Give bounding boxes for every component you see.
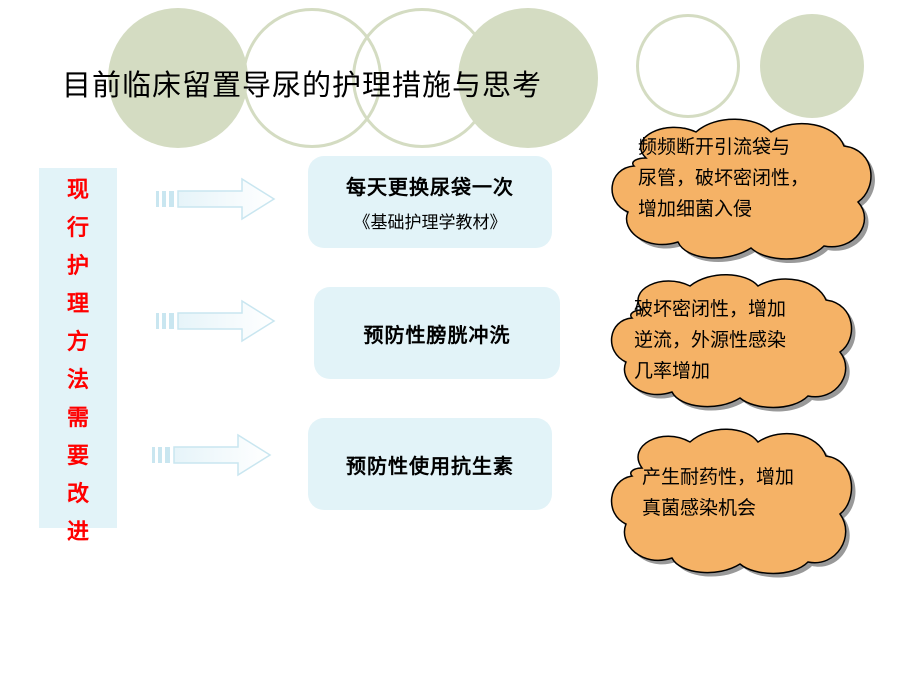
measure-title: 每天更换尿袋一次 [346, 175, 514, 199]
cloud-line: 几率增加 [634, 360, 711, 382]
left-label-char: 理 [66, 292, 89, 317]
left-label-char: 法 [66, 368, 89, 393]
cloud-line: 频频断开引流袋与 [638, 136, 791, 158]
measure-title: 预防性使用抗生素 [346, 453, 514, 478]
cloud-shape [610, 274, 856, 412]
left-label-char: 方 [66, 330, 89, 355]
cloud-line: 逆流，外源性感染 [634, 329, 787, 351]
measure-box-bladder-irrigation: 预防性膀胱冲洗 [314, 287, 560, 379]
slide-title: 目前临床留置导尿的护理措施与思考 [62, 68, 543, 102]
decor-circle-2 [458, 8, 598, 148]
left-label-char: 现 [66, 178, 89, 203]
measure-box-antibiotics: 预防性使用抗生素 [308, 418, 552, 510]
decor-circle-1 [108, 8, 248, 148]
measure-source: 《基础护理学教材》 [353, 213, 507, 233]
cloud-line: 真菌感染机会 [642, 497, 757, 519]
left-label-char: 行 [66, 216, 89, 241]
decor-ring-3 [636, 14, 740, 118]
left-label-char: 护 [66, 254, 89, 279]
cloud-line: 产生耐药性，增加 [642, 466, 795, 488]
left-label-char: 要 [66, 444, 89, 469]
consequence-cloud-2: 破坏密闭性，增加 逆流，外源性感染 几率增加 [606, 274, 862, 412]
consequence-cloud-1: 频频断开引流袋与 尿管，破坏密闭性， 增加细菌入侵 [606, 118, 886, 264]
left-label-char: 需 [66, 406, 89, 431]
right-arrow-icon [156, 299, 276, 343]
measure-title: 预防性膀胱冲洗 [363, 322, 511, 347]
right-arrow-icon [152, 433, 272, 477]
cloud-line: 增加细菌入侵 [638, 198, 753, 220]
left-label-char: 改 [66, 482, 89, 507]
decor-circle-3 [760, 14, 864, 118]
cloud-shape [611, 118, 875, 264]
consequence-cloud-3: 产生耐药性，增加 真菌感染机会 [606, 428, 862, 578]
left-label-panel: 现 行 护 理 方 法 需 要 改 进 [39, 168, 117, 545]
cloud-line: 尿管，破坏密闭性， [638, 167, 810, 189]
cloud-line: 破坏密闭性，增加 [634, 298, 787, 320]
right-arrow-icon [156, 177, 276, 221]
cloud-shape [610, 428, 856, 578]
left-label-char: 进 [66, 520, 89, 545]
measure-box-urine-bag: 每天更换尿袋一次 《基础护理学教材》 [308, 156, 552, 248]
